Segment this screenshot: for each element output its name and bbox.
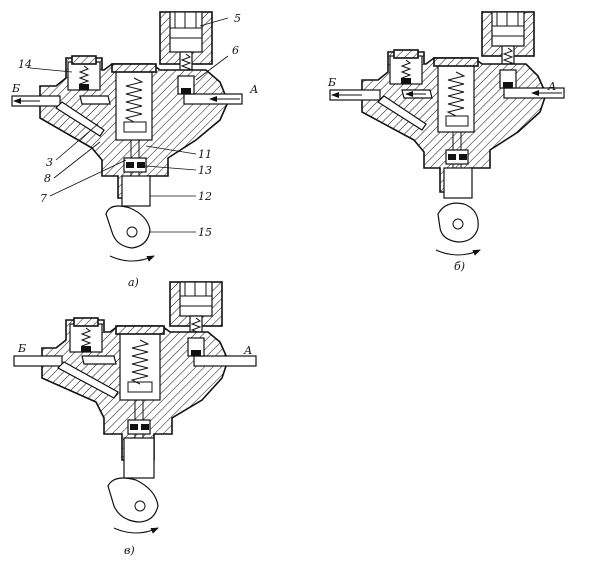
view-a: 5 6 14 А Б 3 8 7 11 13 12 15 a): [11, 11, 258, 289]
label-12: 12: [198, 190, 212, 203]
caption-v: в): [124, 544, 135, 557]
label-b-outlet: Б: [11, 82, 20, 95]
label-a-inlet: А: [249, 83, 258, 96]
label-6: 6: [232, 44, 239, 57]
label-a-inlet-v: А: [243, 344, 252, 357]
pump-cylinder: [159, 11, 213, 77]
label-8: 8: [44, 172, 51, 185]
label-5: 5: [234, 12, 241, 25]
caption-a: a): [128, 276, 139, 289]
view-b: А Б б): [327, 11, 565, 273]
caption-b: б): [454, 260, 465, 273]
label-14: 14: [18, 58, 32, 71]
label-15: 15: [198, 226, 212, 239]
label-13: 13: [198, 164, 212, 177]
cam: [105, 205, 155, 262]
label-3: 3: [46, 156, 53, 169]
label-b-outlet-v: Б: [17, 342, 26, 355]
label-11: 11: [198, 148, 212, 161]
label-a-inlet-b: А: [547, 80, 556, 93]
label-7: 7: [40, 192, 47, 205]
view-v: А Б в): [13, 281, 257, 557]
label-b-outlet-b: Б: [327, 76, 336, 89]
